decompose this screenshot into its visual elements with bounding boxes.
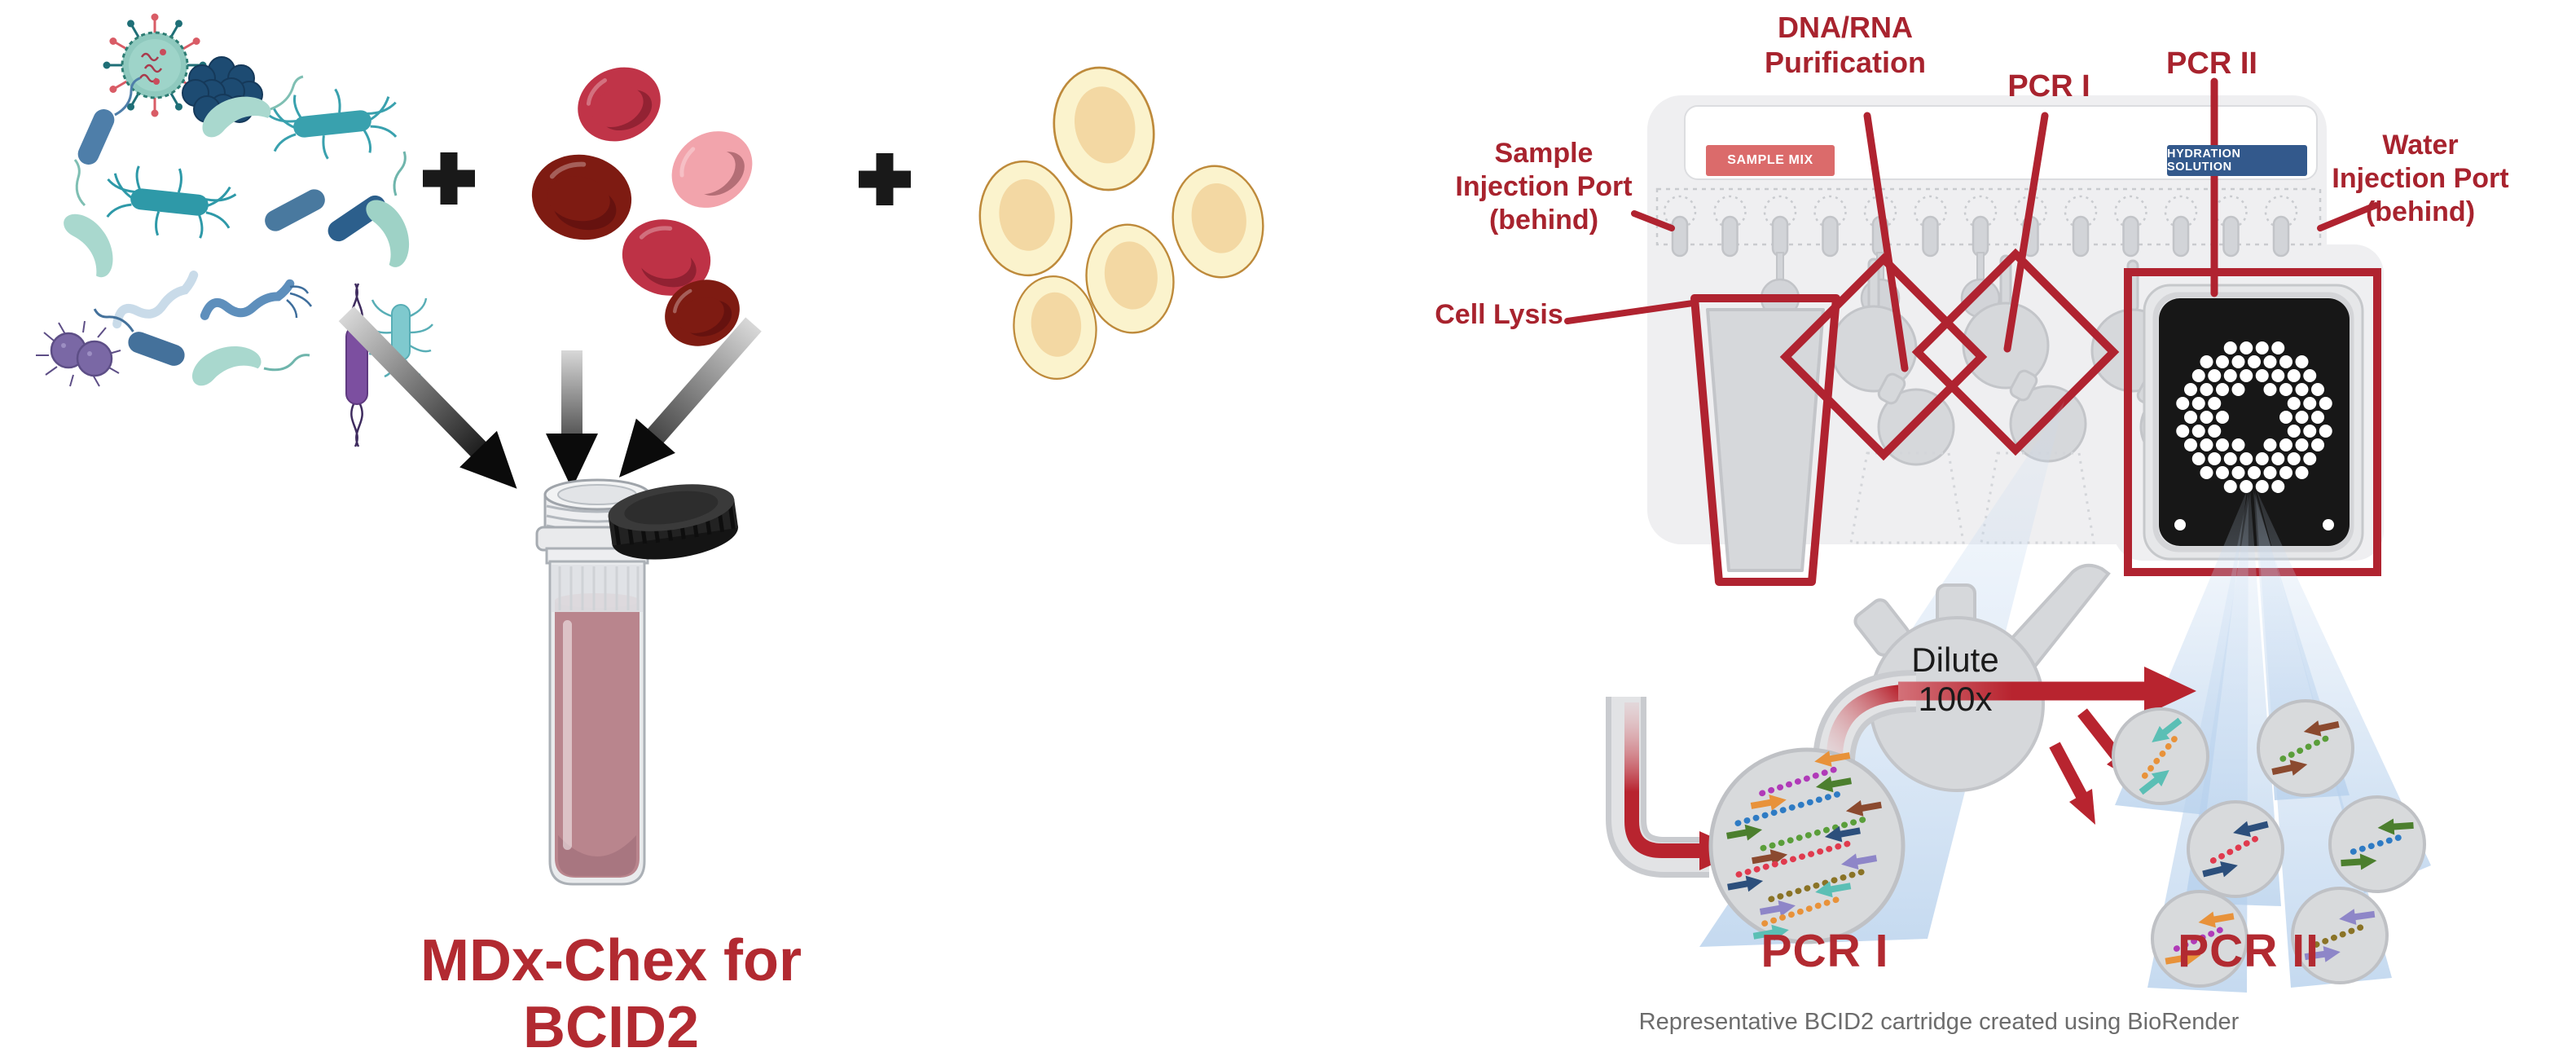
plus-icon	[423, 152, 475, 205]
primer-pair	[2271, 720, 2340, 776]
combine-arrow-left	[338, 306, 517, 489]
flagellum	[393, 151, 407, 196]
pcr2-well	[2187, 800, 2284, 898]
primer-pair	[1752, 881, 1852, 941]
primer-pair	[1727, 825, 1861, 892]
combine-arrow-right	[618, 317, 762, 478]
pcr2-bottom-label: PCR II	[2178, 925, 2319, 977]
flagella-tuft	[286, 285, 313, 319]
pcr2-well	[2328, 795, 2426, 893]
cell-lysis-label: Cell Lysis	[1435, 299, 1563, 330]
pcr2-well	[2291, 887, 2389, 984]
primer-pair	[2304, 909, 2376, 962]
dna-rna-purification-outline	[1779, 253, 1988, 461]
sample-tube	[535, 478, 739, 886]
flagellated-bacterium-icon	[264, 81, 402, 166]
pcr1-bottom-label: PCR I	[1761, 925, 1889, 977]
hydration-solution-badge: HYDRATION SOLUTION	[2167, 145, 2307, 176]
pcr1-top-label: PCR I	[2007, 69, 2090, 103]
microbes-illustration	[36, 13, 433, 447]
left-title: MDx-Chex for BCID2	[420, 928, 802, 1060]
primer-pair	[1726, 776, 1852, 841]
virus-icon	[103, 13, 207, 117]
tube-cap-icon	[608, 484, 739, 560]
white-blood-cells-icon	[973, 57, 1273, 385]
curved-bacterium-icon	[189, 343, 263, 387]
pcr2-well	[2257, 699, 2354, 797]
pcr2-top-label: PCR II	[2166, 46, 2257, 81]
leader-lines	[1564, 77, 2379, 372]
primer-pair	[2139, 717, 2183, 795]
dilution-chamber	[1853, 563, 2111, 792]
sample-mix-badge: SAMPLE MIX	[1706, 145, 1835, 176]
combine-arrow-middle	[546, 350, 598, 489]
pcr2-well	[2112, 707, 2209, 805]
dilute-arrowhead	[2144, 667, 2196, 715]
primer-pair	[1759, 853, 1878, 917]
pcr1-bubble	[1708, 747, 1906, 944]
dilute-label: Dilute 100x	[1911, 641, 1999, 718]
flagellum	[270, 75, 304, 111]
plus-icon	[859, 153, 911, 205]
pcr2-well	[2151, 890, 2249, 988]
primer-pair	[2165, 911, 2235, 966]
sample-injection-port-label: Sample Injection Port (behind)	[1455, 138, 1633, 236]
dna-rna-purification-label: DNA/RNA Purification	[1764, 11, 1927, 80]
pcr2-wells	[2112, 699, 2426, 988]
flagellum	[73, 159, 86, 207]
rod-bacterium-icon	[261, 185, 329, 236]
curved-bacterium-icon	[364, 195, 415, 271]
flagellum	[263, 354, 310, 372]
spiral-bacterium-icon	[202, 284, 292, 316]
red-blood-cells-icon	[525, 55, 767, 358]
curved-bacterium-icon	[60, 205, 121, 284]
pcr1-outline	[1911, 248, 2120, 456]
cartridge-ports	[1663, 195, 2298, 319]
cell-lysis-outline	[1690, 294, 1840, 586]
bacillus-with-flagella-icon	[345, 283, 368, 447]
primer-pair	[2202, 821, 2269, 878]
primer-pair	[2341, 818, 2414, 870]
pcr2-detection-module	[2124, 268, 2381, 576]
water-injection-port-label: Water Injection Port (behind)	[2332, 130, 2509, 227]
primer-pair	[1752, 800, 1882, 865]
biorender-caption: Representative BCID2 cartridge created u…	[1638, 1009, 2240, 1035]
ghost-chambers	[1849, 451, 2095, 544]
spiral-bacterium-icon	[110, 275, 201, 325]
cell-lysis-well	[1690, 294, 1840, 586]
branch-arrow	[2049, 742, 2095, 825]
diplococcus-icon	[36, 320, 121, 387]
detection-array-dots	[2176, 341, 2332, 493]
flagellated-bacterium-icon	[101, 160, 240, 244]
primer-pair	[1750, 751, 1851, 811]
cartridge-window	[1684, 105, 2318, 180]
